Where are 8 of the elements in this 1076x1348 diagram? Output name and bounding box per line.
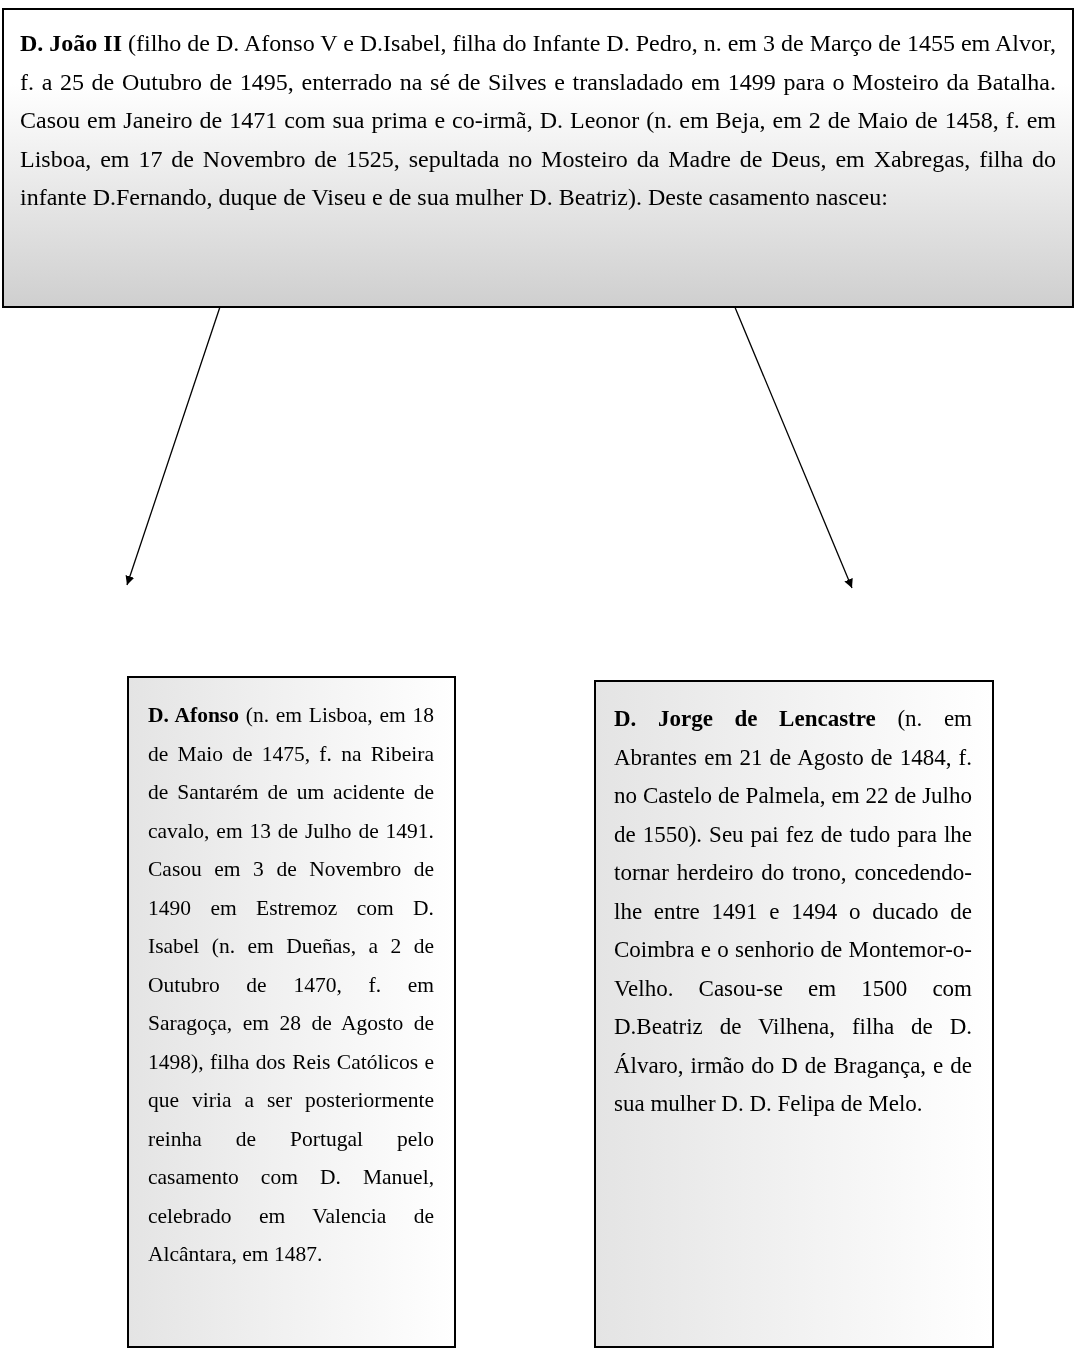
arrow bbox=[734, 307, 853, 589]
arrow bbox=[125, 307, 221, 586]
text-box bbox=[594, 680, 994, 1348]
description-text: D. Jorge de Lencastre (n. em Abrantes em 21 de Agosto de 1484, f. no Castelo de Palmela, em 22 de Julho de 1550). Seu pai fez de tudo para lhe tornar herdeiro do trono, concedendo-lhe entre 1491 e 1494 o ducado de Coimbra e o senhorio de Montemor-o-Velho. Casou-se em 1500 com D.Beatriz de Vilhena, filha de D. Álvaro, irmão do D de Bragança, e de sua mulher D. D. Felipa de Melo. bbox=[614, 705, 972, 1118]
description-text: D. Afonso (n. em Lisboa, em 18 de Maio de 1475, f. na Ribeira de Santarém de um acidente de cavalo, em 13 de Julho de 1491. Casou em 3 de Novembro de 1490 em Estremoz com D. Isabel (n. em Dueñas, a 2 de Outubro de 1470, f. em Saragoça, em 28 de Agosto de 1498), filha dos Reis Católicos e que viria a ser posteriormente reinha de Portugal pelo casamento com D. Manuel, celebrado em Valencia de Alcântara, em 1487. bbox=[148, 702, 434, 1268]
text-box bbox=[127, 676, 456, 1348]
description-text: D. João II (filho de D. Afonso V e D.Isabel, filha do Infante D. Pedro, n. em 3 de Março de 1455 em Alvor, f. a 25 de Outubro de 1495, enterrado na sé de Silves e transladado em 1499 para o Mosteiro da Batalha. Casou em Janeiro de 1471 com sua prima e co-irmã, D. Leonor (n. em Beja, em 2 de Maio de 1458, f. em Lisboa, em 17 de Novembro de 1525, sepultada no Mosteiro da Madre de Deus, em Xabregas, filha do infante D.Fernando, duque de Viseu e de sua mulher D. Beatriz). Deste casamento nasceu: bbox=[20, 29, 1056, 212]
text-box bbox=[2, 8, 1074, 308]
